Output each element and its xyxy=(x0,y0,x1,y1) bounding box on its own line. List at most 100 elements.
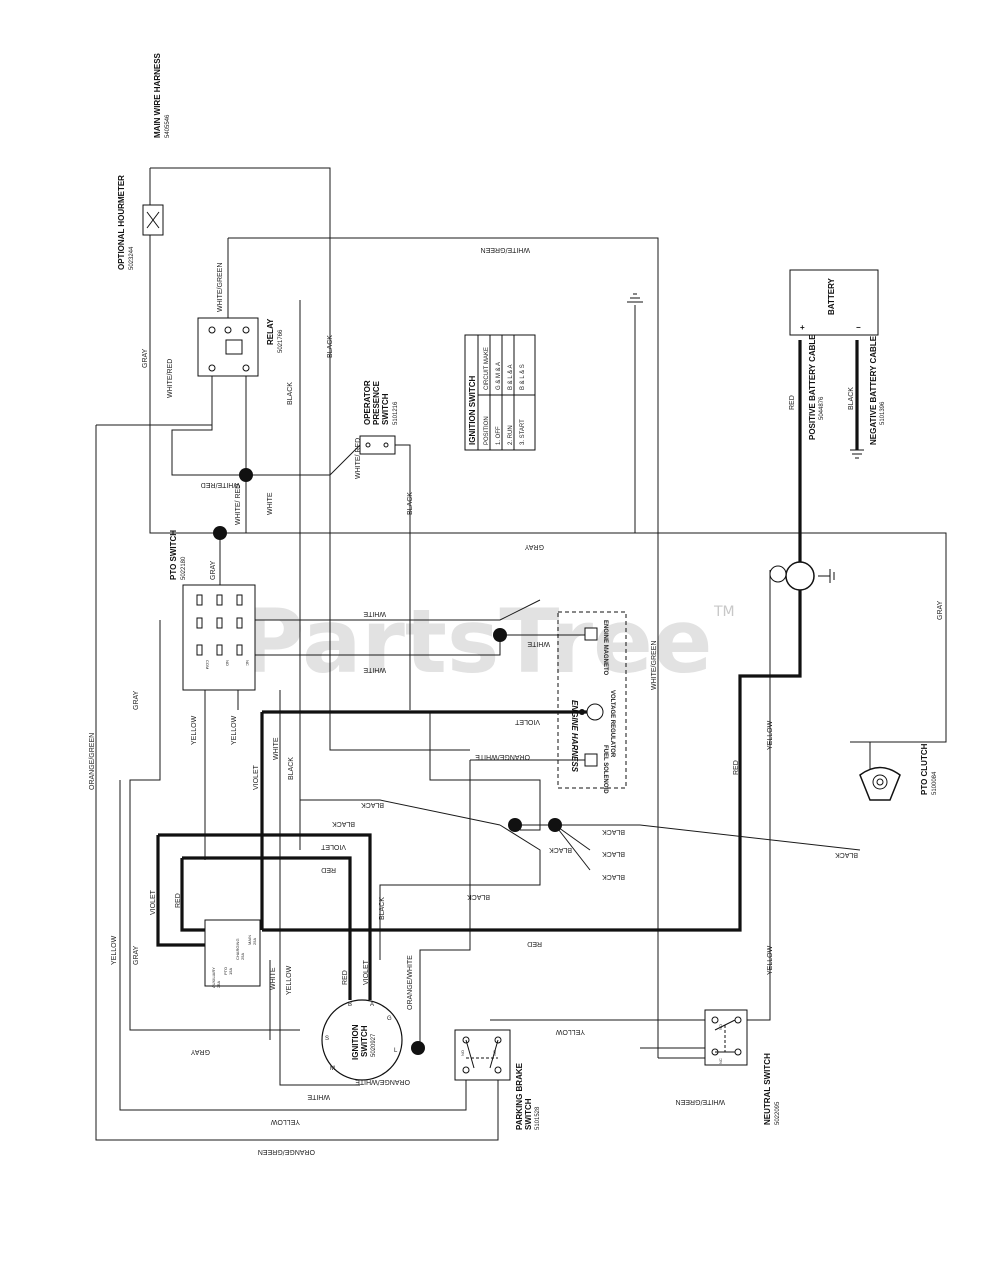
svg-text:5022095: 5022095 xyxy=(775,1101,781,1125)
svg-text:BLACK: BLACK xyxy=(287,382,294,405)
svg-text:BLACK: BLACK xyxy=(407,492,414,515)
junction-dot xyxy=(213,526,227,540)
svg-text:WHITE: WHITE xyxy=(270,967,277,990)
svg-text:G: G xyxy=(387,1016,392,1022)
svg-text:RED: RED xyxy=(527,940,542,947)
engine-magneto xyxy=(584,627,598,641)
svg-text:PTO: PTO xyxy=(223,967,228,975)
svg-text:WHITE/GREEN: WHITE/GREEN xyxy=(676,1098,725,1105)
svg-text:WHITE: WHITE xyxy=(273,737,280,760)
wire-label: BLACK xyxy=(848,387,855,410)
svg-text:25A: 25A xyxy=(216,981,221,988)
svg-text:PTO SWITCH: PTO SWITCH xyxy=(169,530,178,580)
junction-dot xyxy=(493,628,507,642)
svg-text:BLACK: BLACK xyxy=(602,828,625,835)
svg-text:WHITE/RED: WHITE/RED xyxy=(167,359,174,398)
junction-dot xyxy=(548,818,562,832)
svg-text:WHITE: WHITE xyxy=(307,1093,330,1100)
fuse-block: AUXILIARY 25A PTO 15A CHARGING 25A MAIN … xyxy=(204,919,261,988)
svg-text:MAIN: MAIN xyxy=(247,935,252,945)
svg-text:WHITE: WHITE xyxy=(363,610,386,617)
svg-text:5100084: 5100084 xyxy=(932,771,938,795)
svg-text:B & L & S: B & L & S xyxy=(520,364,526,390)
svg-text:WHITE/GREEN: WHITE/GREEN xyxy=(481,246,530,253)
svg-text:WHITE: WHITE xyxy=(527,640,550,647)
svg-text:YELLOW: YELLOW xyxy=(767,945,774,975)
svg-text:B: B xyxy=(348,1002,352,1008)
svg-text:WHITE/ RED: WHITE/ RED xyxy=(355,438,362,479)
operator-presence-switch: OPERATOR PRESENCE SWITCH 5101216 xyxy=(359,380,399,455)
junction-dots xyxy=(213,468,585,1055)
svg-text:VIOLET: VIOLET xyxy=(320,843,346,850)
svg-text:15A: 15A xyxy=(228,968,233,975)
svg-text:S: S xyxy=(325,1036,329,1042)
svg-text:OPTIONAL HOURMETER: OPTIONAL HOURMETER xyxy=(117,175,126,270)
junction-dot xyxy=(411,1041,425,1055)
svg-text:WHITE: WHITE xyxy=(363,666,386,673)
engine-harness: ENGINE HARNESS ENGINE MAGNETO VOLTAGE RE… xyxy=(557,611,627,794)
svg-text:BLACK: BLACK xyxy=(288,757,295,780)
wire-label: RED xyxy=(789,395,796,410)
svg-text:YELLOW: YELLOW xyxy=(767,720,774,750)
svg-text:CIRCUIT MAKE: CIRCUIT MAKE xyxy=(484,347,490,390)
starter-lug xyxy=(769,561,835,591)
svg-text:M: M xyxy=(330,1066,335,1072)
svg-text:3. START: 3. START xyxy=(520,419,526,445)
ignition-switch: IGNITION SWITCH 5020927 B A S G M L xyxy=(321,999,403,1081)
svg-text:5022180: 5022180 xyxy=(181,556,187,580)
svg-text:NO: NO xyxy=(492,1050,497,1056)
svg-text:VOLTAGE REGULATOR: VOLTAGE REGULATOR xyxy=(609,690,615,758)
svg-text:WHITE/ RED: WHITE/ RED xyxy=(235,484,242,525)
battery: + − BATTERY xyxy=(789,269,879,336)
svg-text:5021766: 5021766 xyxy=(278,329,284,353)
svg-text:YELLOW: YELLOW xyxy=(555,1028,585,1035)
svg-text:VIOLET: VIOLET xyxy=(363,959,370,985)
svg-text:1. OFF: 1. OFF xyxy=(496,426,502,445)
parking-brake-switch: NO NO PARKING BRAKE SWITCH 5101528 xyxy=(454,1029,541,1130)
svg-text:SWITCH: SWITCH xyxy=(381,393,390,425)
svg-text:A: A xyxy=(370,1002,374,1008)
svg-text:RED: RED xyxy=(789,395,796,410)
svg-text:5405546: 5405546 xyxy=(165,114,171,138)
svg-text:NO: NO xyxy=(225,660,230,666)
svg-text:NC: NC xyxy=(245,660,250,666)
svg-text:GRAY: GRAY xyxy=(190,1048,210,1055)
svg-text:SWITCH: SWITCH xyxy=(360,1025,369,1057)
svg-text:WHITE: WHITE xyxy=(267,492,274,515)
svg-text:COM: COM xyxy=(205,660,210,669)
svg-text:BLACK: BLACK xyxy=(835,851,858,858)
svg-text:VIOLET: VIOLET xyxy=(514,718,540,725)
svg-text:GRAY: GRAY xyxy=(524,543,544,550)
svg-text:SWITCH: SWITCH xyxy=(524,1098,533,1130)
svg-text:5101396: 5101396 xyxy=(880,401,886,425)
svg-text:BATTERY: BATTERY xyxy=(827,277,836,315)
junction-dot xyxy=(579,709,585,715)
svg-text:RED: RED xyxy=(342,970,349,985)
svg-text:NO: NO xyxy=(460,1050,465,1056)
svg-text:ENGINE MAGNETO: ENGINE MAGNETO xyxy=(602,620,608,676)
wire-labels: WHITE/GREEN GRAY WHITE/RED WHITE WHITE W… xyxy=(89,246,944,1155)
svg-text:NO: NO xyxy=(718,1024,723,1030)
svg-text:G & M & A: G & M & A xyxy=(496,362,502,390)
svg-text:5101216: 5101216 xyxy=(393,401,399,425)
svg-text:IGNITION: IGNITION xyxy=(351,1024,360,1060)
svg-text:BLACK: BLACK xyxy=(379,897,386,920)
svg-text:+: + xyxy=(800,323,805,332)
junction-dot xyxy=(508,818,522,832)
svg-text:ORANGE/WHITE: ORANGE/WHITE xyxy=(475,753,530,760)
fuel-solenoid xyxy=(584,753,598,767)
svg-text:PARKING BRAKE: PARKING BRAKE xyxy=(515,1062,524,1130)
negative-cable-label: NEGATIVE BATTERY CABLE 5101396 xyxy=(869,335,886,445)
svg-text:PTO CLUTCH: PTO CLUTCH xyxy=(920,743,929,795)
svg-text:NEUTRAL SWITCH: NEUTRAL SWITCH xyxy=(763,1053,772,1125)
svg-text:OPERATOR: OPERATOR xyxy=(363,380,372,425)
svg-text:B & L & A: B & L & A xyxy=(508,365,514,390)
svg-text:BLACK: BLACK xyxy=(467,893,490,900)
svg-text:RED: RED xyxy=(175,893,182,908)
svg-text:2. RUN: 2. RUN xyxy=(508,425,514,445)
relay: RELAY 5021766 xyxy=(197,317,284,377)
svg-text:YELLOW: YELLOW xyxy=(191,715,198,745)
hourmeter: OPTIONAL HOURMETER 5023244 xyxy=(117,175,164,270)
svg-text:BLACK: BLACK xyxy=(848,387,855,410)
